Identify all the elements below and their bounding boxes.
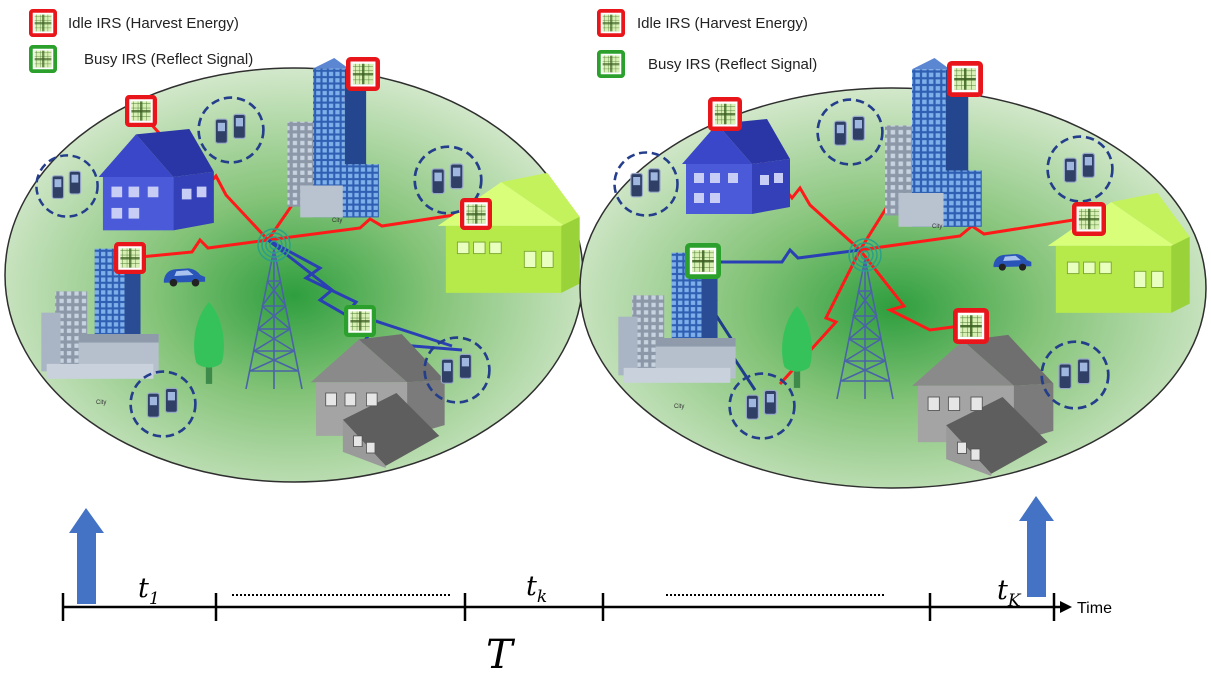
timeline-ticks	[61, 593, 1056, 621]
city-label: City	[332, 218, 342, 224]
busy-irs-legend-label: Busy IRS (Reflect Signal)	[84, 51, 253, 68]
city-label: City	[96, 400, 106, 406]
slot-start-arrow-icon	[69, 508, 104, 533]
city-label: City	[932, 224, 942, 230]
slot-start-arrow-icon	[1027, 520, 1046, 597]
irs-panel-icon	[348, 59, 377, 88]
slot-label-first: t1	[138, 573, 160, 609]
slot-subscript: k	[537, 587, 547, 607]
timeline: t1 tk tK Time T	[61, 496, 1112, 677]
legend-left: Idle IRS (Harvest Energy) Busy IRS (Refl…	[29, 9, 253, 73]
period-label: T	[486, 632, 516, 677]
slot-base: t	[138, 573, 149, 604]
busy-irs-legend-label: Busy IRS (Reflect Signal)	[648, 56, 817, 73]
irs-panel-icon	[127, 97, 155, 125]
busy-irs-legend-icon	[597, 50, 625, 78]
irs-panel-icon	[955, 310, 986, 341]
city-label: City	[674, 404, 684, 410]
irs-panel-icon	[710, 99, 739, 128]
irs-panel-icon	[1074, 204, 1103, 233]
busy-irs-legend-icon	[29, 45, 57, 73]
legend-right: Idle IRS (Harvest Energy) Busy IRS (Refl…	[597, 9, 817, 78]
idle-irs-legend-icon	[597, 9, 625, 37]
slot-base: t	[997, 575, 1008, 606]
slot-label-last: tK	[997, 575, 1022, 611]
idle-irs-legend-label: Idle IRS (Harvest Energy)	[68, 15, 239, 32]
time-arrow-icon	[1060, 601, 1072, 613]
irs-panel-icon	[687, 245, 718, 276]
cell-left: City City	[4, 58, 584, 483]
slot-subscript: K	[1007, 591, 1022, 611]
irs-panel-icon	[116, 244, 144, 272]
idle-irs-legend-icon	[29, 9, 57, 37]
irs-panel-icon	[462, 200, 490, 228]
idle-irs-legend-label: Idle IRS (Harvest Energy)	[637, 15, 808, 32]
slot-base: t	[526, 571, 537, 602]
slot-subscript: 1	[149, 589, 160, 609]
time-axis-label: Time	[1077, 600, 1112, 617]
irs-panel-icon	[346, 307, 374, 335]
slot-label-middle: tk	[526, 571, 547, 607]
irs-panel-icon	[949, 63, 980, 94]
slot-start-arrow-icon	[77, 532, 96, 604]
cell-right: City City	[579, 58, 1207, 489]
slot-start-arrow-icon	[1019, 496, 1054, 521]
